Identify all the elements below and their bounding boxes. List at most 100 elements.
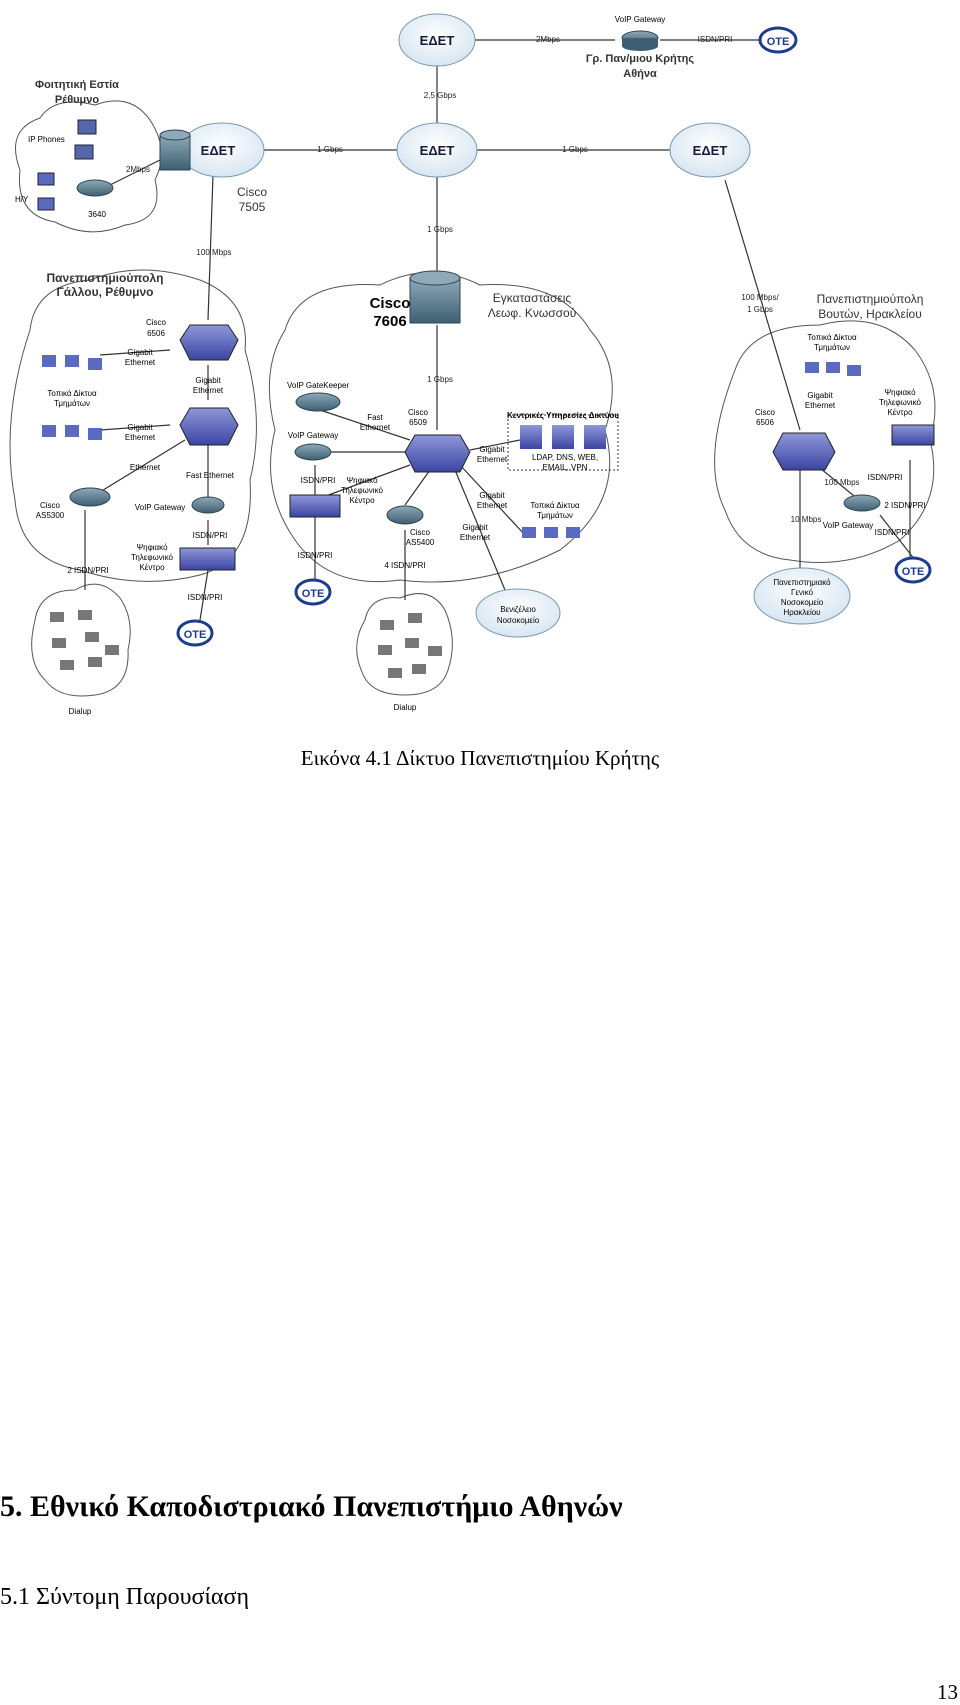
house-icon (405, 638, 419, 648)
svg-text:AS5400: AS5400 (406, 538, 435, 547)
voip-gateway-icon (191, 496, 225, 514)
house-icon (380, 620, 394, 630)
svg-text:4 ISDN/PRI: 4 ISDN/PRI (384, 561, 425, 570)
athens-label-1: Γρ. Παν/μιου Κρήτης (586, 53, 694, 65)
venizelio-cloud (475, 588, 561, 638)
ip-phone-icon (77, 119, 97, 135)
svg-text:Fast: Fast (367, 413, 383, 422)
svg-text:Cisco: Cisco (408, 408, 429, 417)
house-icon (428, 646, 442, 656)
edet-top-label: ΕΔΕΤ (420, 33, 455, 48)
svg-text:Γάλλου, Ρέθυμνο: Γάλλου, Ρέθυμνο (56, 285, 153, 299)
pc-icon (42, 355, 56, 367)
pc-icon (544, 527, 558, 538)
svg-text:VoIP Gateway: VoIP Gateway (288, 431, 339, 440)
pc-icon (566, 527, 580, 538)
svg-text:Cisco: Cisco (146, 318, 167, 327)
server-icon (584, 425, 606, 449)
edet-left-label: ΕΔΕΤ (201, 143, 236, 158)
athens-voip-label: VoIP Gateway (615, 15, 666, 24)
svg-text:Dialup: Dialup (69, 707, 92, 716)
link-label-100mbps-1gbps-b: 1 Gbps (747, 305, 773, 314)
svg-text:Ethernet: Ethernet (125, 433, 156, 442)
voip-gateway-icon (843, 494, 881, 512)
svg-text:Ηρακλείου: Ηρακλείου (783, 608, 820, 617)
svg-text:ISDN/PRI: ISDN/PRI (298, 551, 333, 560)
house-icon (105, 645, 119, 655)
pc-icon (88, 428, 102, 440)
pc-icon (37, 172, 55, 186)
ip-phone-icon (74, 144, 94, 160)
cisco-6506-switch-icon-voutes (772, 432, 836, 471)
svg-text:Gigabit: Gigabit (127, 348, 153, 357)
svg-text:Ethernet: Ethernet (477, 501, 508, 510)
svg-text:2 ISDN/PRI: 2 ISDN/PRI (884, 501, 925, 510)
svg-text:ISDN/PRI: ISDN/PRI (868, 473, 903, 482)
svg-text:H/Y: H/Y (15, 195, 29, 204)
svg-text:Ψηφιακό: Ψηφιακό (136, 543, 168, 552)
central-services-box (507, 414, 619, 471)
edet-right-label: ΕΔΕΤ (693, 143, 728, 158)
svg-text:Ethernet: Ethernet (805, 401, 836, 410)
edet-right-cloud: ΕΔΕΤ (669, 122, 751, 178)
svg-text:3640: 3640 (88, 210, 106, 219)
svg-text:VoIP GateKeeper: VoIP GateKeeper (287, 381, 349, 390)
svg-text:6506: 6506 (756, 418, 774, 427)
svg-text:Gigabit: Gigabit (195, 376, 221, 385)
svg-text:Φοιτητική Εστία: Φοιτητική Εστία (35, 79, 119, 91)
house-icon (85, 632, 99, 642)
house-icon (78, 610, 92, 620)
svg-text:Τμημάτων: Τμημάτων (814, 343, 850, 352)
svg-text:7505: 7505 (239, 200, 266, 214)
network-links (84, 39, 916, 621)
svg-text:Gigabit: Gigabit (807, 391, 833, 400)
svg-text:Gigabit: Gigabit (127, 423, 153, 432)
svg-text:Cisco: Cisco (370, 295, 411, 312)
link-label-isdn-top: ISDN/PRI (698, 35, 733, 44)
svg-text:Νοσοκομείο: Νοσοκομείο (497, 616, 540, 625)
server-icon (552, 425, 574, 449)
svg-text:Ethernet: Ethernet (193, 386, 224, 395)
server-icon (520, 425, 542, 449)
svg-text:IP Phones: IP Phones (28, 135, 65, 144)
svg-text:Γενικό: Γενικό (791, 588, 814, 597)
svg-text:VoIP Gateway: VoIP Gateway (823, 521, 874, 530)
svg-text:Τοπικά Δίκτυα: Τοπικά Δίκτυα (47, 389, 97, 398)
gallou-campus-site: Πανεπιστημιούπολη Γάλλου, Ρέθυμνο Cisco … (36, 271, 239, 602)
svg-text:Fast Ethernet: Fast Ethernet (186, 471, 235, 480)
dialup-center-cloud (356, 593, 453, 696)
house-icon (408, 613, 422, 623)
link-label-2mbps-top: 2Mbps (536, 35, 560, 44)
svg-text:Ρέθυμνο: Ρέθυμνο (55, 94, 99, 106)
svg-text:Πανεπιστημιούπολη: Πανεπιστημιούπολη (46, 271, 163, 285)
svg-text:LDAP, DNS, WEB,: LDAP, DNS, WEB, (532, 453, 598, 462)
svg-text:VoIP Gateway: VoIP Gateway (135, 503, 186, 512)
svg-text:Τηλεφωνικό: Τηλεφωνικό (131, 553, 173, 562)
svg-text:Gigabit: Gigabit (479, 445, 505, 454)
student-home-site: Φοιτητική Εστία Ρέθυμνο IP Phones H/Y 36… (15, 79, 119, 219)
link-label-1gbps-down: 1 Gbps (427, 225, 453, 234)
link-label-1gbps-left: 1 Gbps (317, 145, 343, 154)
link-label-1gbps-core: 1 Gbps (427, 375, 453, 384)
dialup-left-cloud (31, 583, 131, 697)
pc-icon (42, 425, 56, 437)
svg-text:Ψηφιακό: Ψηφιακό (346, 476, 378, 485)
svg-text:Cisco: Cisco (410, 528, 431, 537)
cisco-7505-router: Cisco 7505 (159, 129, 267, 214)
svg-text:6506: 6506 (147, 329, 165, 338)
athens-label-2: Αθήνα (623, 68, 657, 80)
svg-text:ΟΤΕ: ΟΤΕ (767, 36, 790, 48)
pc-icon (522, 527, 536, 538)
svg-text:Νοσοκομείο: Νοσοκομείο (781, 598, 824, 607)
house-icon (388, 668, 402, 678)
ote-logo-top: ΟΤΕ (758, 26, 798, 54)
dialup-center-site: Dialup (378, 613, 442, 712)
svg-text:Ethernet: Ethernet (477, 455, 508, 464)
pc-icon (65, 355, 79, 367)
pc-icon (847, 365, 861, 376)
as5300-router-icon (69, 487, 111, 507)
svg-text:ISDN/PRI: ISDN/PRI (875, 528, 910, 537)
svg-text:Cisco: Cisco (755, 408, 776, 417)
page-number: 13 (937, 1680, 958, 1704)
svg-text:Τηλεφωνικό: Τηλεφωνικό (879, 398, 921, 407)
